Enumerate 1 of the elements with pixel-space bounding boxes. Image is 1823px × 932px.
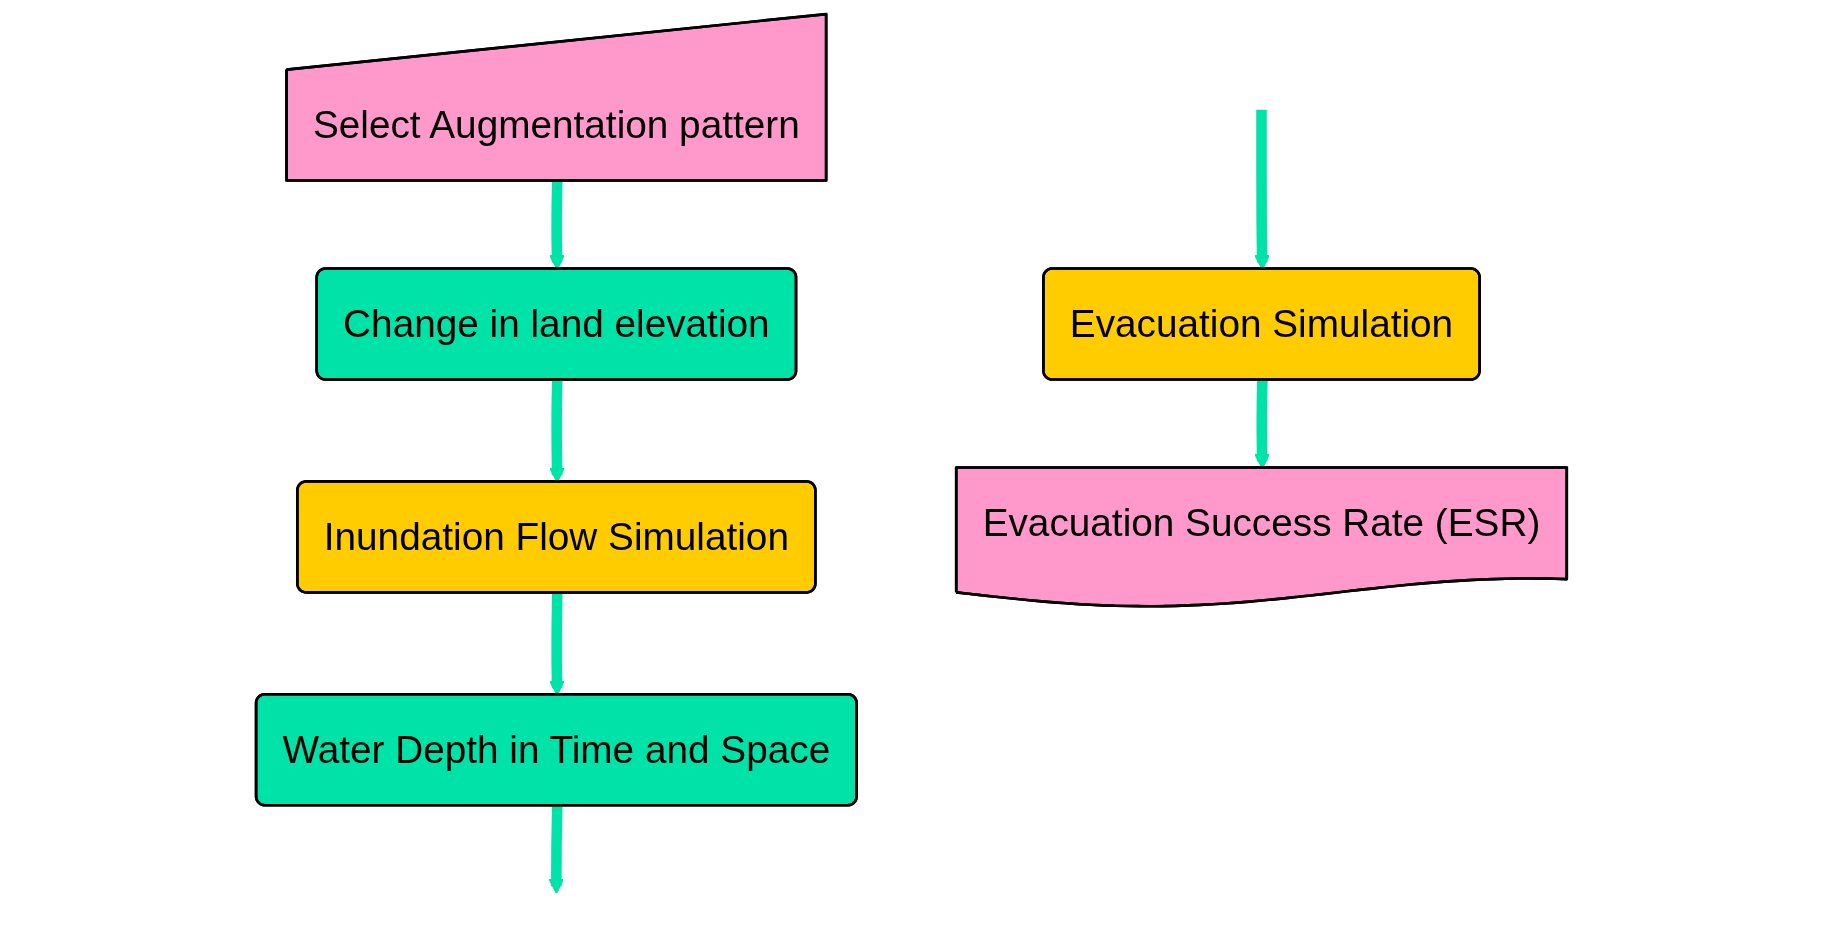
- arrow: [548, 806, 565, 894]
